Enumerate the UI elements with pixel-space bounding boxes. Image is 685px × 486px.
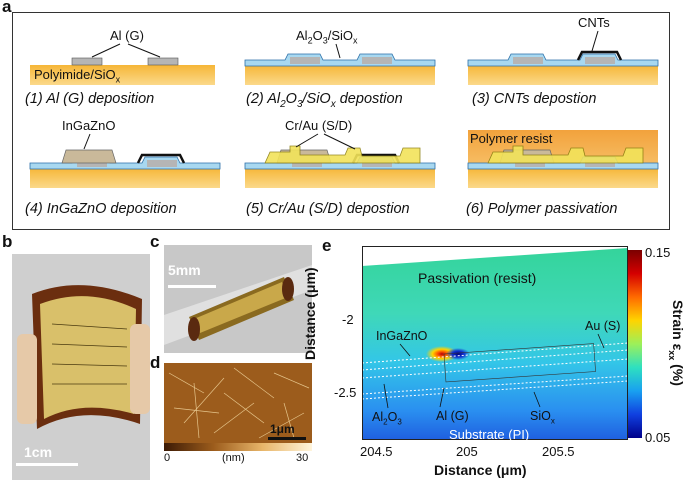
label-al2o3: Al2O3 — [372, 410, 402, 427]
step-6-caption: (6) Polymer passivation — [466, 201, 618, 217]
panel-label-c: c — [150, 232, 160, 251]
callout-crau: Cr/Au (S/D) — [285, 118, 353, 133]
x-axis-label: Distance (μm) — [434, 462, 527, 478]
callout-polymer: Polymer resist — [470, 131, 553, 146]
step-5-caption: (5) Cr/Au (S/D) depostion — [246, 201, 410, 217]
callout-al-g: Al (G) — [110, 28, 144, 43]
x-tick-2: 205 — [456, 444, 478, 459]
x-tick-3: 205.5 — [542, 444, 575, 459]
panel-label-a: a — [2, 0, 12, 16]
step6-schematic — [467, 130, 659, 188]
panel-label-b: b — [2, 232, 13, 251]
flexible-device-photo — [12, 254, 150, 480]
step-4-caption: (4) InGaZnO deposition — [25, 201, 177, 217]
scalebar-c-label: 5mm — [168, 262, 201, 278]
afm-colorbar-min: 0 — [164, 452, 171, 464]
step-1-caption: (1) Al (G) deposition — [25, 91, 155, 107]
panel-label-d: d — [150, 353, 161, 372]
colorbar-label: Strain εxx (%) — [667, 300, 685, 386]
step-2-caption: (2) Al2O3/SiOx depostion — [246, 91, 403, 110]
scalebar-b-label: 1cm — [24, 444, 53, 460]
y-tick-2: -2.5 — [334, 385, 357, 400]
scalebar-d-label: 1μm — [270, 422, 295, 436]
label-substrate: Substrate (PI) — [449, 427, 530, 442]
strain-map-frame — [362, 246, 628, 440]
process-schematics — [29, 30, 659, 188]
x-tick-1: 204.5 — [360, 444, 393, 459]
callout-substrate: Polyimide/SiOx — [34, 67, 121, 85]
colorbar-max: 0.15 — [645, 245, 671, 260]
label-passivation: Passivation (resist) — [418, 270, 537, 286]
colorbar-min: 0.05 — [645, 430, 671, 445]
y-axis-label: Distance (μm) — [302, 267, 318, 360]
scalebar-d — [268, 437, 306, 440]
label-al-g: Al (G) — [436, 409, 469, 423]
step3-schematic — [467, 30, 659, 85]
y-tick-1: -2 — [342, 312, 354, 327]
step-3-caption: (3) CNTs depostion — [472, 91, 597, 107]
callout-cnts: CNTs — [578, 15, 610, 30]
afm-colorbar-max: 30 — [296, 452, 309, 464]
scalebar-b — [16, 463, 78, 466]
afm-colorbar — [164, 443, 312, 451]
step5-schematic — [244, 133, 436, 188]
label-siox: SiOx — [530, 409, 555, 426]
label-au-s: Au (S) — [585, 319, 621, 333]
afm-image — [164, 363, 312, 443]
panel-a-frame — [12, 12, 670, 230]
step2-schematic — [244, 43, 436, 85]
panel-label-e: e — [322, 236, 332, 255]
step4-schematic — [29, 133, 221, 188]
rolled-device-photo — [164, 245, 312, 353]
scalebar-c — [168, 285, 216, 288]
step1-schematic — [30, 43, 215, 85]
callout-ingazno: InGaZnO — [62, 118, 116, 133]
strain-map — [362, 246, 628, 440]
afm-colorbar-unit: (nm) — [222, 452, 245, 464]
label-ingazno: InGaZnO — [376, 329, 428, 343]
callout-dielectric: Al2O3/SiOx — [296, 28, 358, 46]
strain-colorbar — [628, 250, 642, 438]
